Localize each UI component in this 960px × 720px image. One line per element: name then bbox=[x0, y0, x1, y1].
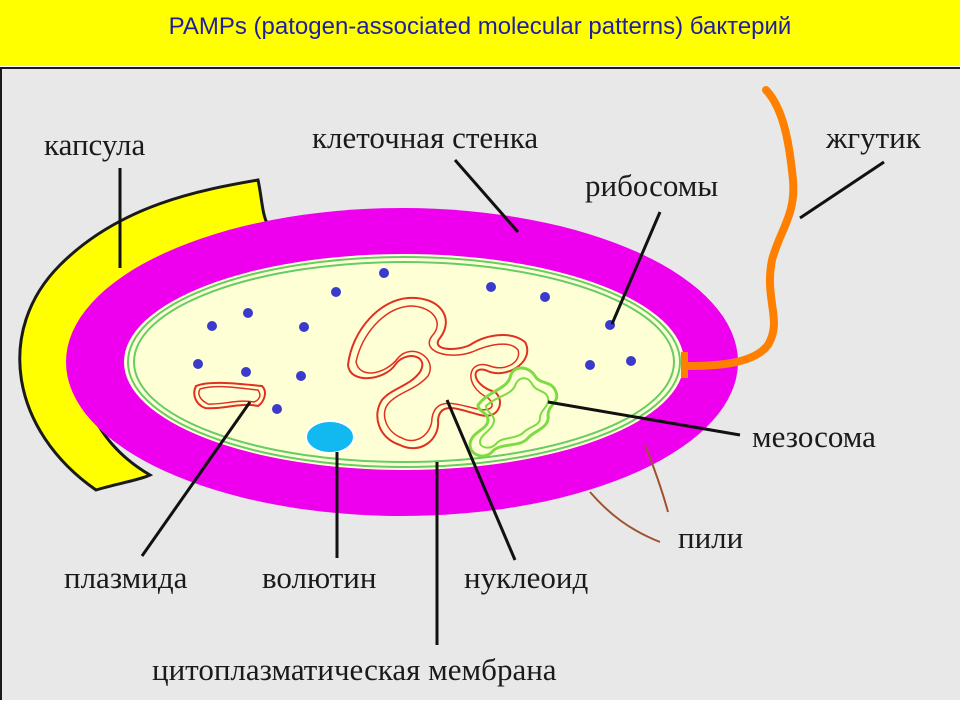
plasmid-shape bbox=[193, 381, 266, 410]
pili-line-2 bbox=[644, 444, 669, 513]
ribosomes-leader bbox=[610, 211, 662, 325]
cytoplasm-shape bbox=[124, 254, 684, 470]
membrane-outer bbox=[127, 256, 681, 468]
flagellum-label: жгутик bbox=[825, 120, 922, 155]
ribosome-dot bbox=[626, 356, 636, 366]
ribosome-dot bbox=[207, 321, 217, 331]
ribosomes-label: рибосомы bbox=[585, 168, 718, 203]
ribosome-dot bbox=[379, 268, 389, 278]
ribosome-dot bbox=[486, 282, 496, 292]
flagellum-leader bbox=[799, 160, 885, 220]
nucleoid-label: нуклеоид bbox=[464, 560, 588, 595]
slide-title: PAMPs (patogen-associated molecular patt… bbox=[168, 13, 792, 40]
ribosome-dot bbox=[540, 292, 550, 302]
nucleoid-shape-inner bbox=[355, 305, 520, 442]
capsule-label: капсула bbox=[44, 127, 145, 162]
mesosome-label: мезосома bbox=[752, 419, 876, 454]
leader-lines bbox=[118, 159, 885, 645]
flagellum-basal-body bbox=[681, 352, 688, 378]
mesosome-leader bbox=[547, 400, 741, 437]
membrane-label: цитоплазматическая мембрана bbox=[152, 652, 557, 687]
membrane-inner bbox=[133, 261, 675, 463]
ribosome-dot bbox=[243, 308, 253, 318]
nucleoid-shape bbox=[346, 296, 529, 450]
cell-wall-label: клеточная стенка bbox=[312, 120, 538, 155]
cell-wall-leader bbox=[453, 159, 520, 233]
ribosome-dot bbox=[299, 322, 309, 332]
ribosome-dot bbox=[331, 287, 341, 297]
mesosome-shape-inner bbox=[478, 377, 550, 449]
plasmid-label: плазмида bbox=[64, 560, 188, 595]
plasmid-shape-inner bbox=[198, 385, 261, 405]
mesosome-shape bbox=[468, 366, 559, 458]
ribosome-dot bbox=[585, 360, 595, 370]
volutin-label: волютин bbox=[262, 560, 376, 595]
ribosome-dot bbox=[241, 367, 251, 377]
volutin-granule bbox=[305, 420, 355, 454]
ribosome-dot bbox=[272, 404, 282, 414]
ribosome-dot bbox=[193, 359, 203, 369]
pili-label: пили bbox=[678, 520, 743, 555]
pili-line-1 bbox=[589, 491, 661, 543]
ribosome-dot bbox=[296, 371, 306, 381]
flagellum-shape bbox=[684, 86, 798, 370]
capsule-shape bbox=[18, 178, 271, 492]
nucleoid-leader bbox=[445, 399, 517, 561]
header-bar: PAMPs (patogen-associated molecular patt… bbox=[0, 0, 960, 66]
plasmid-leader bbox=[140, 401, 252, 557]
